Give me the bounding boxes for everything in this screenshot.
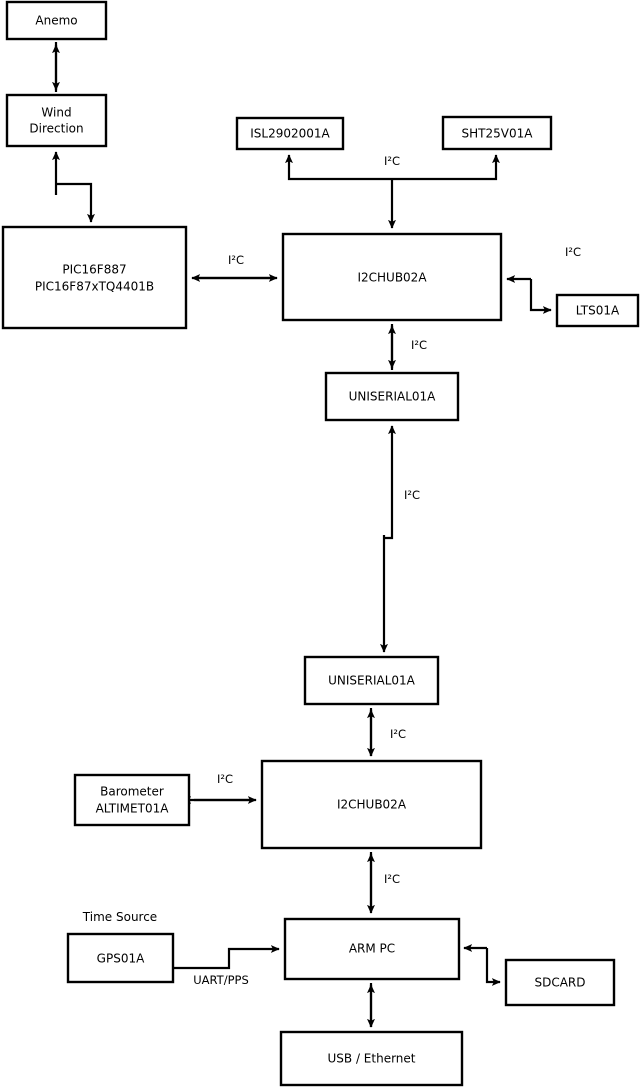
node-i2chub02a-upper[interactable]: I2CHUB02A — [281, 232, 503, 322]
node-wind-direction-label2: Direction — [29, 122, 83, 136]
node-sdcard[interactable]: SDCARD — [504, 958, 616, 1007]
node-uniserial01a-upper-label: UNISERIAL01A — [349, 390, 437, 404]
node-uniserial01a-lower-label: UNISERIAL01A — [328, 674, 416, 688]
edge-hub1-lts-out — [529, 279, 552, 314]
node-sht25v01a[interactable]: SHT25V01A — [441, 115, 553, 151]
edge-label-i2c-uni2-hub2: I²C — [390, 727, 406, 741]
node-gps01a-label: GPS01A — [97, 952, 145, 966]
edge-label-i2c-hub-uni: I²C — [411, 338, 427, 352]
edge-label-i2c-hub-lts: I²C — [565, 245, 581, 259]
node-pic-mcu-label: PIC16F887 — [62, 263, 126, 277]
label-time-source: Time Source — [82, 910, 157, 924]
node-arm-pc-label: ARM PC — [349, 942, 395, 956]
edges — [52, 42, 552, 1028]
node-wind-direction[interactable]: Wind Direction — [5, 93, 108, 148]
edge-uni2-uni1-up — [384, 425, 396, 540]
free-labels: Time Source — [82, 910, 157, 924]
edge-armpc-sdcard-out — [485, 948, 501, 986]
node-usb-ethernet-label: USB / Ethernet — [328, 1052, 416, 1066]
node-i2chub02a-lower[interactable]: I2CHUB02A — [260, 759, 483, 850]
edge-hub1-isl — [285, 154, 392, 181]
edge-label-i2c-baro: I²C — [217, 772, 233, 786]
node-usb-ethernet[interactable]: USB / Ethernet — [279, 1030, 464, 1087]
edge-label-i2c-hub2-arm: I²C — [384, 872, 400, 886]
node-barometer-label: Barometer — [100, 785, 164, 799]
node-anemo[interactable]: Anemo — [5, 0, 108, 41]
edge-label-i2c-long: I²C — [404, 488, 420, 502]
node-wind-direction-label: Wind — [41, 106, 71, 120]
edge-label-i2c-top: I²C — [384, 154, 400, 168]
node-uniserial01a-upper[interactable]: UNISERIAL01A — [324, 371, 460, 422]
node-sht25v01a-label: SHT25V01A — [462, 127, 534, 141]
node-isl2902001a[interactable]: ISL2902001A — [235, 116, 345, 151]
node-arm-pc[interactable]: ARM PC — [283, 917, 461, 981]
node-anemo-label: Anemo — [35, 14, 77, 28]
edge-hub1-sht — [392, 154, 500, 181]
edge-gps-armpc — [173, 945, 280, 970]
node-isl2902001a-label: ISL2902001A — [250, 127, 330, 141]
edge-label-uart-pps: UART/PPS — [193, 973, 249, 987]
edge-label-i2c-pic-hub: I²C — [228, 253, 244, 267]
edge-wind-pic-down — [56, 182, 95, 223]
node-uniserial01a-lower[interactable]: UNISERIAL01A — [303, 655, 440, 706]
node-pic-mcu[interactable]: PIC16F887 PIC16F87xTQ4401B — [1, 225, 188, 330]
node-i2chub02a-upper-label: I2CHUB02A — [357, 271, 427, 285]
node-barometer-label2: ALTIMET01A — [96, 802, 170, 816]
node-lts01a[interactable]: LTS01A — [555, 293, 640, 328]
node-i2chub02a-lower-label: I2CHUB02A — [337, 798, 407, 812]
node-gps01a[interactable]: GPS01A — [66, 932, 175, 984]
node-barometer-altimet01a[interactable]: Barometer ALTIMET01A — [73, 773, 191, 827]
node-lts01a-label: LTS01A — [576, 304, 620, 318]
node-pic-mcu-label2: PIC16F87xTQ4401B — [35, 280, 154, 294]
edge-labels: I²C I²C I²C I²C I²C I²C I²C I²C UART/PPS — [193, 154, 581, 987]
node-sdcard-label: SDCARD — [534, 976, 585, 990]
